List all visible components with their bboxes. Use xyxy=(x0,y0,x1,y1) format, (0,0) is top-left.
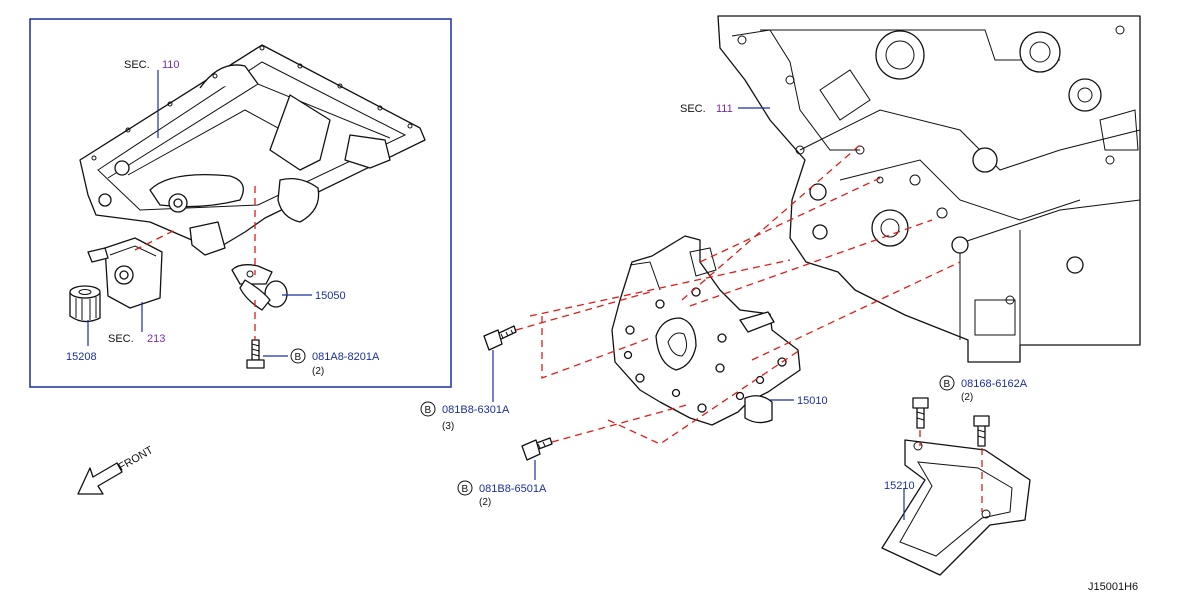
part-15010-label: 15010 xyxy=(797,395,828,407)
bolt-081a8-code: 081A8-8201A xyxy=(312,351,380,363)
bolt-08168-callout: B 08168-6162A (2) xyxy=(939,375,1028,403)
bolt-081b8-6501-callout: B 081B8-6501A (2) xyxy=(457,480,547,508)
baffle-plate-illustration xyxy=(881,439,1031,576)
bolt-081b8-6301-illustration xyxy=(483,325,517,351)
bolt-badge-icon xyxy=(420,401,436,417)
bolt-badge-letter: B xyxy=(944,379,951,390)
bolt-badge-letter: B xyxy=(425,405,432,416)
leader-lines xyxy=(87,70,905,520)
bolt-081b8-6301-callout: B 081B8-6301A (3) xyxy=(420,401,510,432)
oil-filter-illustration xyxy=(69,285,101,323)
oil-strainer-illustration xyxy=(231,264,288,311)
oil-pan-illustration xyxy=(79,44,426,256)
bolt-081b8-6501-illustration xyxy=(521,437,553,461)
front-label: FRONT xyxy=(117,444,156,473)
sec-213-prefix: SEC. xyxy=(108,333,134,345)
detail-box-frame xyxy=(29,18,452,388)
bolt-08168-illustration xyxy=(912,397,990,447)
sec-111-prefix: SEC. xyxy=(680,103,706,115)
oil-pump-illustration xyxy=(611,235,801,426)
sec-213-number: 213 xyxy=(147,333,165,345)
bolt-081a8-illustration xyxy=(246,339,265,369)
part-15210-label: 15210 xyxy=(884,480,915,492)
bolt-081b8-6301-qty: (3) xyxy=(442,421,454,432)
front-arrow-icon xyxy=(77,462,123,495)
sec-110-prefix: SEC. xyxy=(124,59,150,71)
bolt-081b8-6301-code: 081B8-6301A xyxy=(442,404,510,416)
sec-111-number: 111 xyxy=(716,103,733,115)
bolt-081a8-callout: B 081A8-8201A (2) xyxy=(290,348,380,377)
bolt-badge-icon xyxy=(290,348,306,364)
oil-cooler-illustration xyxy=(87,237,163,309)
diagram-code: J15001H6 xyxy=(1088,581,1138,593)
sec-110-number: 110 xyxy=(162,59,180,71)
bolt-081a8-qty: (2) xyxy=(312,366,324,377)
bolt-08168-qty: (2) xyxy=(961,392,973,403)
bolt-081b8-6501-code: 081B8-6501A xyxy=(479,483,547,495)
bolt-081b8-6501-qty: (2) xyxy=(479,497,491,508)
bolt-badge-icon xyxy=(939,375,955,391)
bolt-badge-letter: B xyxy=(462,484,469,495)
part-15050-label: 15050 xyxy=(315,290,346,302)
mounting-lines xyxy=(134,144,983,512)
bolt-badge-icon xyxy=(457,480,473,496)
part-15208-label: 15208 xyxy=(66,351,97,363)
bolt-badge-letter: B xyxy=(295,352,302,363)
bolt-08168-code: 08168-6162A xyxy=(961,378,1028,390)
engine-block-illustration xyxy=(717,15,1141,363)
